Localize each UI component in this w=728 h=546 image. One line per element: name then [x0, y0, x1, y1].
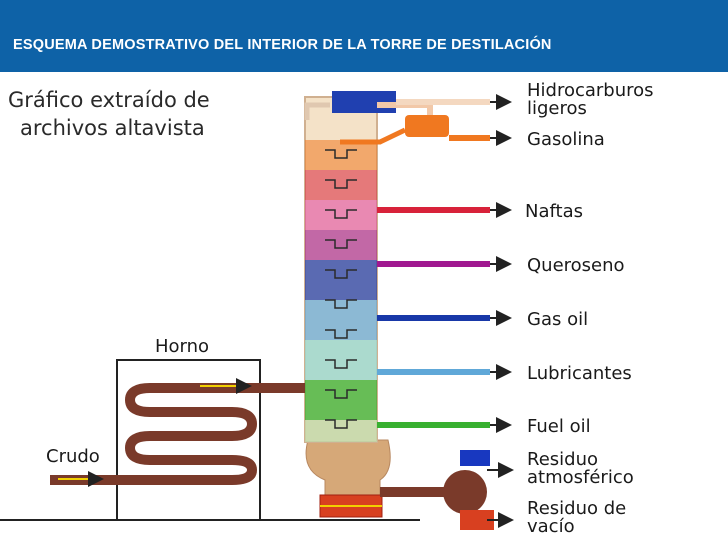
label-naftas: Naftas: [525, 201, 583, 222]
vacuum-unit: [443, 450, 514, 530]
label-lubricantes: Lubricantes: [527, 363, 632, 384]
label-hidrocarburos-1: Hidrocarburos: [527, 80, 654, 101]
label-fuel-oil: Fuel oil: [527, 416, 591, 437]
product-lines: [377, 94, 512, 433]
caption-line-1: Gráfico extraído de: [8, 88, 210, 112]
reflux-drum: [405, 115, 449, 137]
label-hidrocarburos-2: ligeros: [527, 98, 587, 119]
furnace: [50, 359, 300, 521]
distillation-column: [300, 91, 449, 443]
label-residuo-vacio-2: vacío: [527, 516, 575, 537]
header-bar: ESQUEMA DEMOSTRATIVO DEL INTERIOR DE LA …: [0, 0, 728, 72]
label-crudo: Crudo: [46, 446, 100, 467]
source-caption: Gráfico extraído de archivos altavista: [8, 86, 210, 142]
page-title: ESQUEMA DEMOSTRATIVO DEL INTERIOR DE LA …: [13, 37, 552, 53]
label-gas-oil: Gas oil: [527, 309, 588, 330]
furnace-coil: [50, 383, 300, 485]
label-residuo-vacio-1: Residuo de: [527, 498, 626, 519]
label-residuo-atm-2: atmosférico: [527, 467, 634, 488]
caption-line-2: archivos altavista: [20, 116, 205, 140]
column-base: [305, 439, 445, 518]
label-horno: Horno: [155, 336, 209, 357]
label-residuo-atm-1: Residuo: [527, 449, 598, 470]
label-gasolina: Gasolina: [527, 129, 605, 150]
label-queroseno: Queroseno: [527, 255, 625, 276]
